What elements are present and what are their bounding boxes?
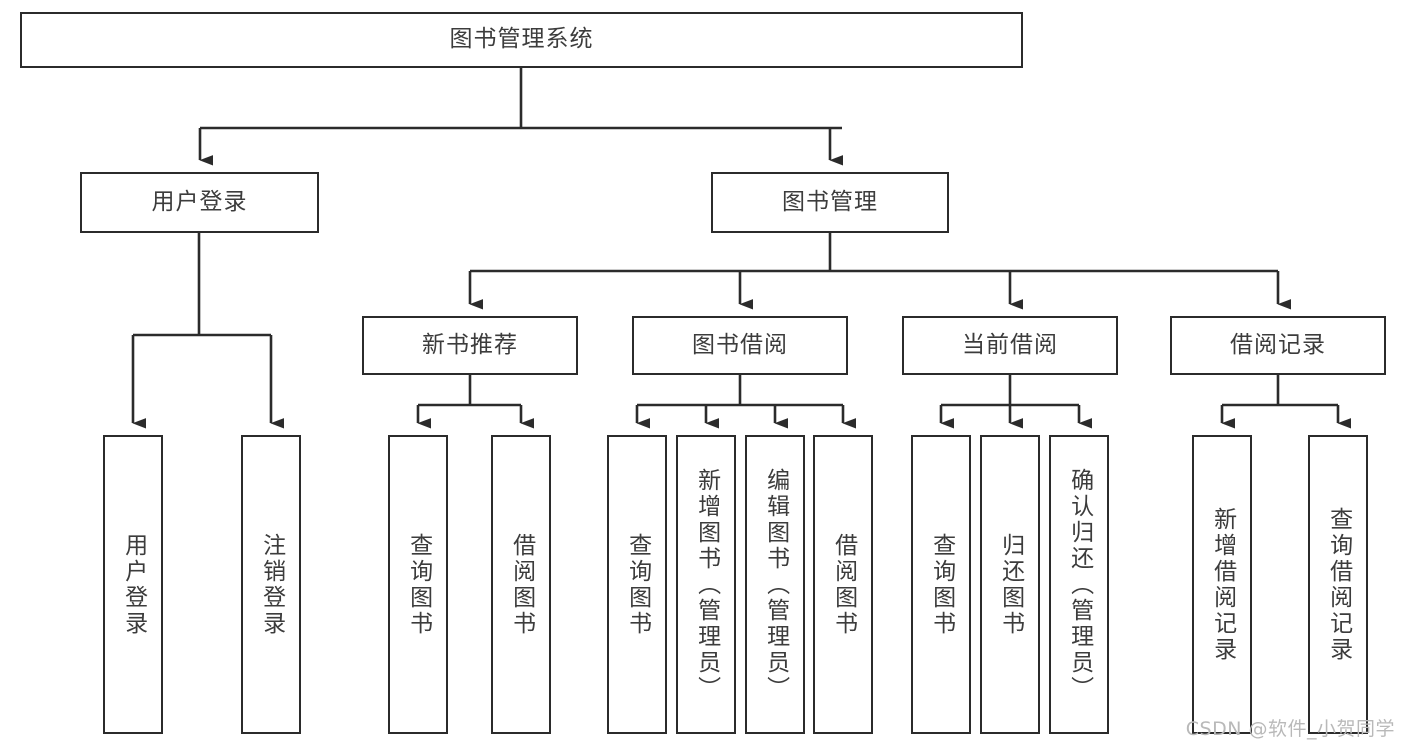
- node-label: 借阅图书: [830, 532, 857, 637]
- node-leaf-add-borrow-record[interactable]: 新增借阅记录: [1192, 435, 1252, 734]
- node-label: 借阅图书: [508, 532, 535, 637]
- node-leaf-user-login[interactable]: 用户登录: [103, 435, 163, 734]
- node-label: 当前借阅: [962, 331, 1058, 358]
- node-label: 图书借阅: [692, 331, 788, 358]
- node-label: 归还图书: [997, 532, 1024, 637]
- node-leaf-add-book-admin[interactable]: 新增图书（管理员）: [676, 435, 736, 734]
- node-leaf-query-book-1[interactable]: 查询图书: [388, 435, 448, 734]
- node-label: 借阅记录: [1230, 331, 1326, 358]
- node-book-borrow[interactable]: 图书借阅: [632, 316, 848, 375]
- node-label: 用户登录: [151, 188, 248, 215]
- node-leaf-borrow-book-2[interactable]: 借阅图书: [813, 435, 873, 734]
- node-label: 编辑图书（管理员）: [762, 467, 789, 702]
- csdn-watermark: CSDN @软件_小贺同学: [1185, 718, 1395, 740]
- node-leaf-borrow-book-1[interactable]: 借阅图书: [491, 435, 551, 734]
- node-label: 确认归还（管理员）: [1066, 467, 1093, 702]
- node-leaf-return-book[interactable]: 归还图书: [980, 435, 1040, 734]
- node-label: 图书管理系统: [449, 26, 594, 53]
- node-label: 查询图书: [405, 532, 432, 637]
- node-label: 图书管理: [782, 188, 878, 215]
- node-label: 查询借阅记录: [1325, 506, 1352, 663]
- node-leaf-query-book-2[interactable]: 查询图书: [607, 435, 667, 734]
- node-label: 查询图书: [624, 532, 651, 637]
- node-user-login[interactable]: 用户登录: [80, 172, 319, 233]
- node-label: 注销登录: [258, 532, 285, 637]
- node-label: 新增借阅记录: [1209, 506, 1236, 663]
- node-current-borrow[interactable]: 当前借阅: [902, 316, 1118, 375]
- node-leaf-query-book-3[interactable]: 查询图书: [911, 435, 971, 734]
- node-label: 新书推荐: [422, 331, 518, 358]
- node-borrow-record[interactable]: 借阅记录: [1170, 316, 1386, 375]
- node-book-manage[interactable]: 图书管理: [711, 172, 949, 233]
- node-label: 用户登录: [120, 532, 147, 637]
- node-label: 查询图书: [928, 532, 955, 637]
- node-leaf-logout-login[interactable]: 注销登录: [241, 435, 301, 734]
- node-leaf-confirm-return-admin[interactable]: 确认归还（管理员）: [1049, 435, 1109, 734]
- node-new-book-recommend[interactable]: 新书推荐: [362, 316, 578, 375]
- node-leaf-edit-book-admin[interactable]: 编辑图书（管理员）: [745, 435, 805, 734]
- node-label: 新增图书（管理员）: [693, 467, 720, 702]
- node-root-book-management-system[interactable]: 图书管理系统: [20, 12, 1023, 68]
- node-leaf-query-borrow-record[interactable]: 查询借阅记录: [1308, 435, 1368, 734]
